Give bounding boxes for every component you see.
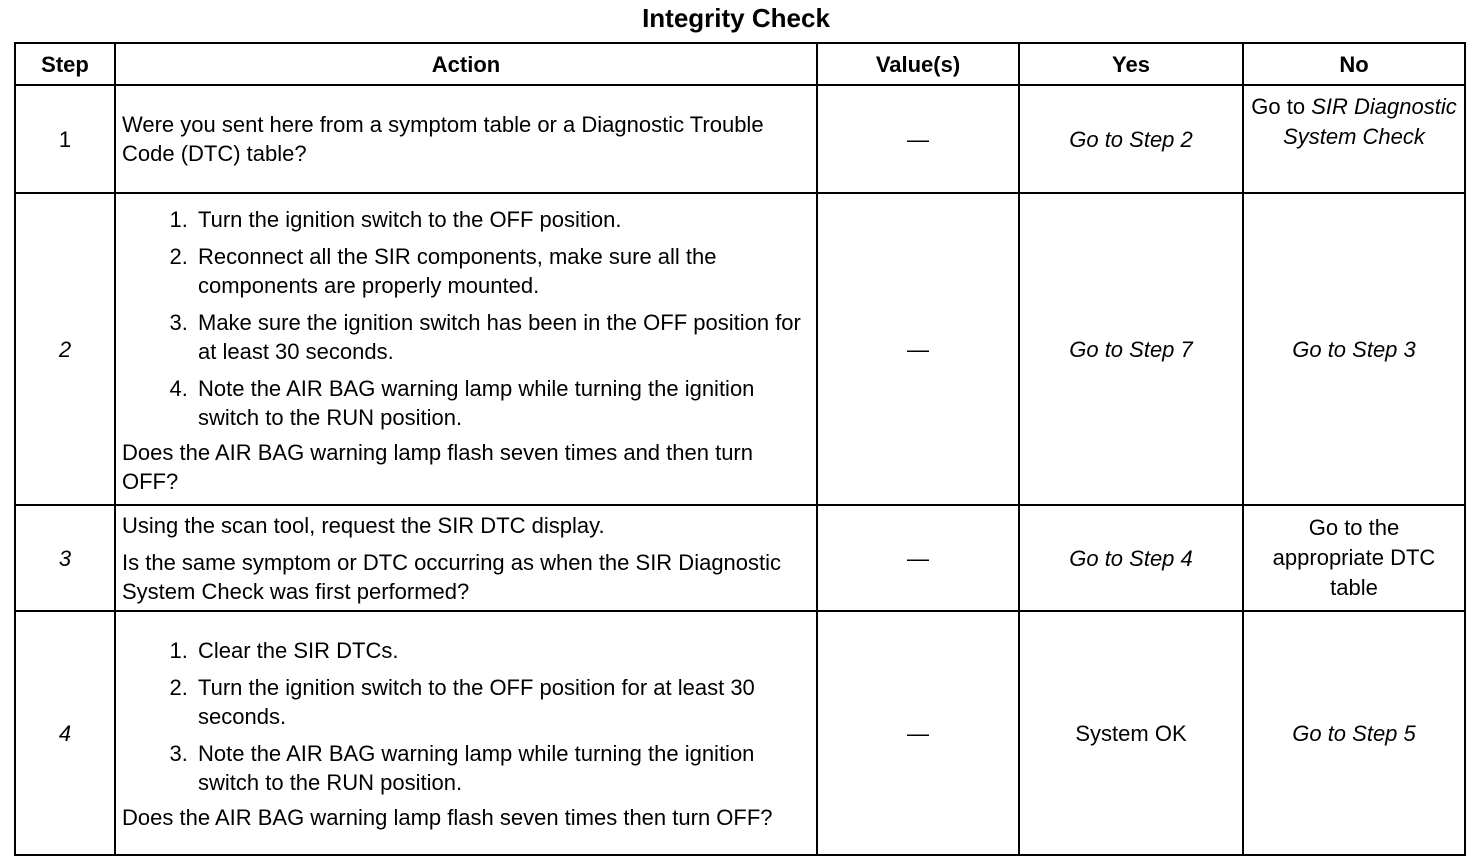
action-step: Turn the ignition switch to the OFF posi… [194,205,810,234]
step-number: 4 [14,610,116,856]
yes-cell: Go to Step 4 [1018,504,1244,612]
yes-cell: Go to Step 2 [1018,84,1244,194]
no-link[interactable]: Go to SIR Diagnostic System Check [1250,92,1458,152]
no-link[interactable]: Go to the appropriate DTC table [1272,515,1436,600]
action-question: Does the AIR BAG warning lamp flash seve… [122,805,773,830]
value-cell: — [816,504,1020,612]
value-cell: — [816,192,1020,506]
action-step: Note the AIR BAG warning lamp while turn… [194,374,810,432]
action-cell: Using the scan tool, request the SIR DTC… [114,504,818,612]
column-header-values: Value(s) [816,42,1020,86]
step-number: 1 [14,84,116,194]
no-cell: Go to Step 5 [1242,610,1466,856]
action-step: Reconnect all the SIR components, make s… [194,242,810,300]
no-cell: Go to the appropriate DTC table [1242,504,1466,612]
page-title: Integrity Check [642,3,830,33]
table-row: 2 Turn the ignition switch to the OFF po… [14,192,1466,506]
step-number: 3 [14,504,116,612]
action-cell: Were you sent here from a symptom table … [114,84,818,194]
no-link[interactable]: Go to Step 5 [1292,720,1416,746]
yes-link[interactable]: Go to Step 2 [1069,126,1193,152]
column-header-yes: Yes [1018,42,1244,86]
yes-cell: Go to Step 7 [1018,192,1244,506]
action-steps-list: Turn the ignition switch to the OFF posi… [122,205,810,432]
table-header-row: Step Action Value(s) Yes No [14,42,1466,86]
column-header-step: Step [14,42,116,86]
no-prefix: Go to [1251,94,1306,119]
integrity-check-table: Step Action Value(s) Yes No 1 Were you s… [14,42,1466,856]
yes-link[interactable]: Go to Step 4 [1069,545,1193,571]
column-header-action: Action [114,42,818,86]
table-row: 3 Using the scan tool, request the SIR D… [14,504,1466,612]
column-header-no: No [1242,42,1466,86]
no-link-target: SIR Diagnostic System Check [1283,94,1457,149]
action-question: Does the AIR BAG warning lamp flash seve… [122,439,753,494]
action-step: Note the AIR BAG warning lamp while turn… [194,739,810,797]
no-cell: Go to SIR Diagnostic System Check [1242,84,1466,194]
action-step: Clear the SIR DTCs. [194,636,810,665]
value-cell: — [816,610,1020,856]
yes-result: System OK [1075,720,1187,746]
action-question: Were you sent here from a symptom table … [122,112,764,166]
action-step: Make sure the ignition switch has been i… [194,308,810,366]
no-link[interactable]: Go to Step 3 [1292,336,1416,362]
yes-link[interactable]: Go to Step 7 [1069,336,1193,362]
no-cell: Go to Step 3 [1242,192,1466,506]
action-question: Is the same symptom or DTC occurring as … [122,549,782,604]
action-cell: Clear the SIR DTCs. Turn the ignition sw… [114,610,818,856]
action-steps-list: Clear the SIR DTCs. Turn the ignition sw… [122,636,810,797]
action-cell: Turn the ignition switch to the OFF posi… [114,192,818,506]
action-intro: Using the scan tool, request the SIR DTC… [122,512,605,538]
table-row: 1 Were you sent here from a symptom tabl… [14,84,1466,194]
step-number: 2 [14,192,116,506]
table-row: 4 Clear the SIR DTCs. Turn the ignition … [14,610,1466,856]
action-step: Turn the ignition switch to the OFF posi… [194,673,810,731]
yes-cell: System OK [1018,610,1244,856]
value-cell: — [816,84,1020,194]
